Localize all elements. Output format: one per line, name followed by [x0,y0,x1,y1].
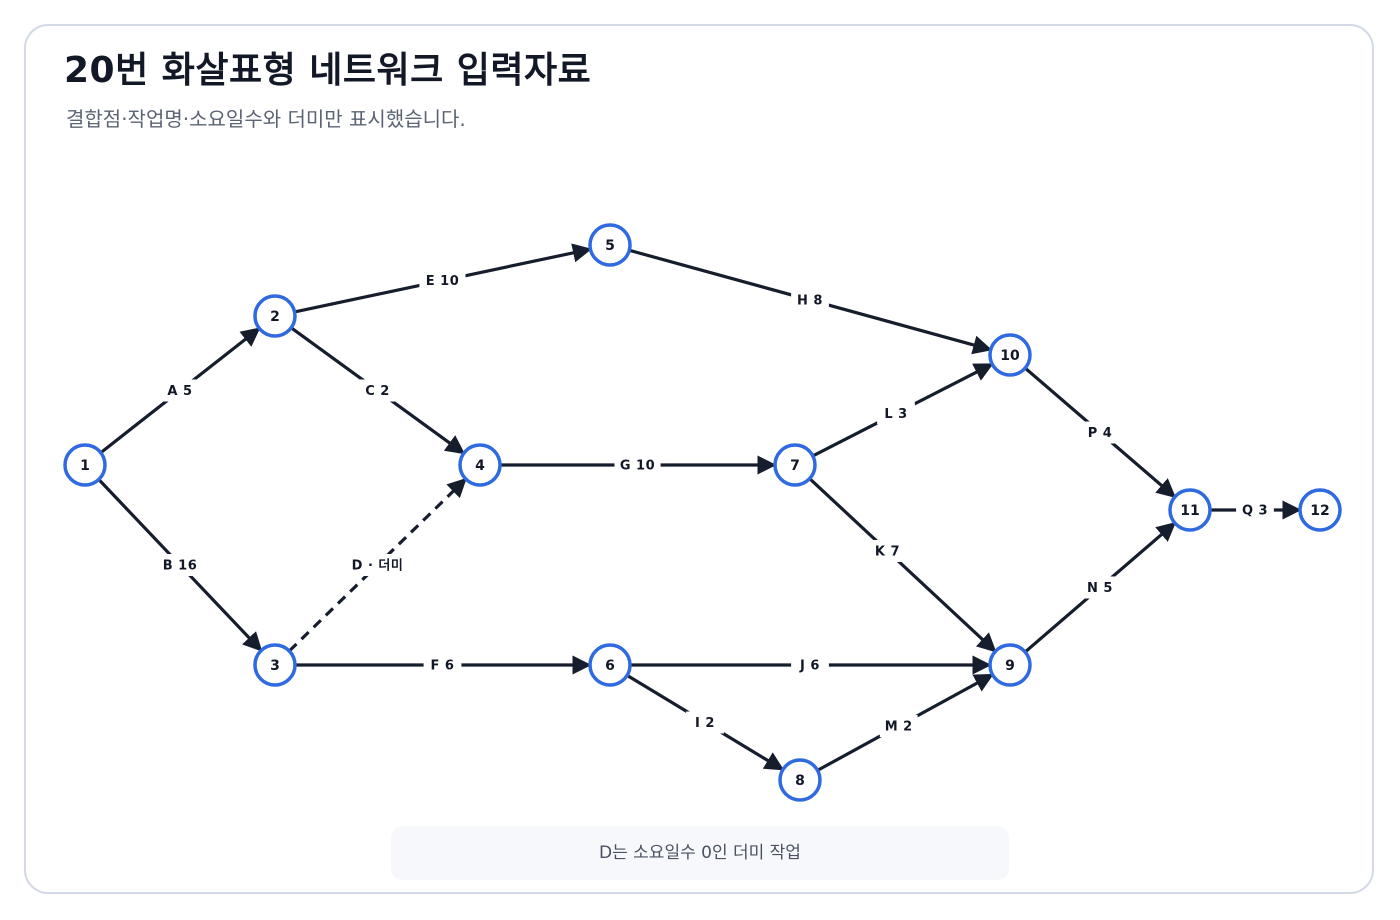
activity-P: P 4 [1024,366,1177,498]
page-title: 20번 화살표형 네트워크 입력자료 [64,50,592,91]
activity-label-K: K 7 [875,545,900,560]
activity-label-L: L 3 [884,407,907,422]
activity-label-J: J 6 [799,659,820,674]
event-node-label-7: 7 [790,458,800,474]
event-node-4: 4 [458,443,502,487]
event-node-label-3: 3 [270,658,280,674]
activity-D: D · 더미 [288,477,467,653]
event-node-label-10: 10 [1000,348,1020,364]
event-node-9: 9 [988,643,1032,687]
event-node-label-2: 2 [270,309,280,325]
activity-label-bg-H [791,289,829,311]
event-node-label-6: 6 [605,658,615,674]
event-node-6: 6 [588,643,632,687]
activity-G: G 10 [500,454,777,476]
activity-label-D: D · 더미 [352,558,404,574]
event-node-11: 11 [1168,488,1212,532]
activity-label-bg-Q [1236,499,1274,521]
event-node-label-12: 12 [1310,503,1329,519]
activity-label-B: B 16 [163,559,198,574]
activity-label-M: M 2 [885,720,913,735]
event-node-10: 10 [988,333,1032,377]
event-node-circle-1 [63,443,107,487]
event-node-circle-2 [253,294,297,338]
activity-F: F 6 [295,654,592,676]
event-node-label-11: 11 [1180,503,1199,519]
event-node-circle-4 [458,443,502,487]
event-node-label-1: 1 [80,458,90,474]
activity-label-A: A 5 [167,384,192,399]
activity-B: B 16 [97,478,263,652]
activity-label-C: C 2 [365,384,390,399]
activity-N: N 5 [1024,522,1177,654]
event-node-label-9: 9 [1005,658,1015,674]
activity-arrow-K [808,477,997,653]
activity-label-Q: Q 3 [1242,504,1268,519]
activity-C: C 2 [290,326,466,455]
activity-label-E: E 10 [426,274,460,289]
activity-M: M 2 [816,673,994,772]
event-node-1: 1 [63,443,107,487]
event-node-circle-8 [778,758,822,802]
activity-label-bg-D [343,554,412,576]
activity-label-bg-F [423,654,462,676]
event-node-label-8: 8 [795,773,805,789]
event-node-circle-6 [588,643,632,687]
activity-K: K 7 [808,477,997,653]
activity-label-H: H 8 [797,294,823,309]
activity-label-bg-G [614,454,661,476]
event-node-3: 3 [253,643,297,687]
activity-A: A 5 [99,327,261,454]
activity-label-bg-M [879,715,918,737]
activity-Q: Q 3 [1210,499,1302,521]
event-node-circle-9 [988,643,1032,687]
diagram-card [24,24,1374,894]
activity-label-G: G 10 [620,459,655,474]
event-node-label-5: 5 [605,238,615,254]
event-node-5: 5 [588,223,632,267]
event-node-circle-12 [1298,488,1342,532]
activity-H: H 8 [628,248,993,355]
activity-label-bg-I [686,711,724,734]
event-node-circle-7 [773,443,817,487]
activity-label-bg-K [868,540,907,562]
event-node-12: 12 [1298,488,1342,532]
event-node-label-4: 4 [475,458,485,474]
activity-label-bg-E [419,269,466,292]
event-node-circle-10 [988,333,1032,377]
activity-label-bg-N [1081,576,1119,599]
activity-label-P: P 4 [1088,426,1113,441]
activity-label-bg-C [358,379,397,402]
activity-edges: A 5 B 16 C 2 D · 더미 E 10 F 6 G 10 H 8 I 2 J 6 K 7 L… [97,243,1302,772]
event-node-7: 7 [773,443,817,487]
activity-label-bg-J [791,654,829,676]
activity-label-bg-B [156,554,203,576]
event-node-2: 2 [253,294,297,338]
page-subtitle: 결합점·작업명·소요일수와 더미만 표시했습니다. [66,107,466,131]
activity-label-N: N 5 [1087,581,1113,596]
activity-label-F: F 6 [431,659,455,674]
activity-label-bg-L [877,402,915,425]
activity-I: I 2 [626,674,785,771]
event-node-8: 8 [778,758,822,802]
activity-L: L 3 [812,363,994,458]
dummy-note: D는 소요일수 0인 더미 작업 [391,826,1009,880]
event-node-circle-3 [253,643,297,687]
event-node-circle-5 [588,223,632,267]
event-node-circle-11 [1168,488,1212,532]
activity-E: E 10 [294,243,593,314]
activity-label-I: I 2 [695,716,715,731]
activity-label-bg-P [1081,421,1119,444]
activity-J: J 6 [630,654,992,676]
activity-label-bg-A [161,379,199,402]
